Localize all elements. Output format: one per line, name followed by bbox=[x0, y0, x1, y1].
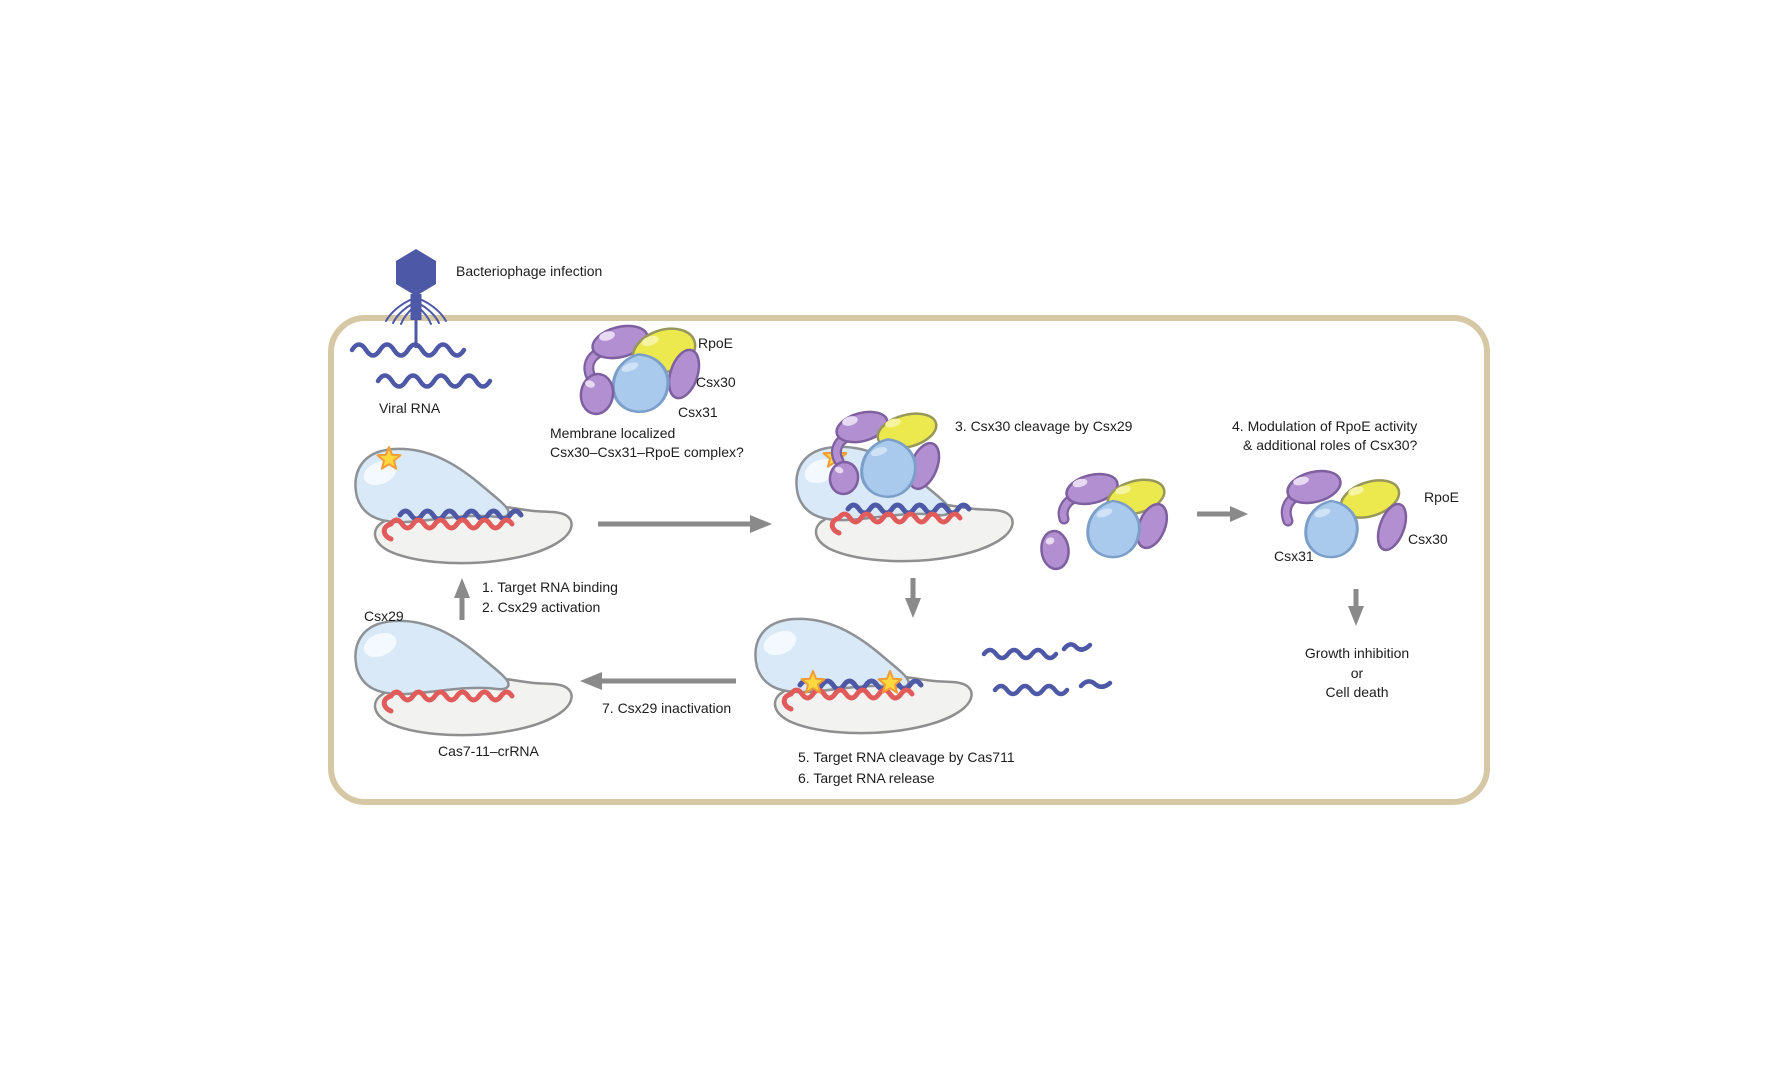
csx29-label: Csx29 bbox=[364, 608, 404, 624]
bacteriophage-icon bbox=[385, 249, 447, 348]
bacteriophage-infection-label: Bacteriophage infection bbox=[456, 263, 603, 279]
outcome-text: Growth inhibition or Cell death bbox=[1272, 644, 1442, 703]
rpoe-label-top: RpoE bbox=[698, 335, 734, 351]
step6-label: 6. Target RNA release bbox=[798, 770, 935, 786]
complex-cleaved-bottom-middle bbox=[754, 617, 1113, 735]
csx30-label-top: Csx30 bbox=[696, 374, 736, 390]
step5-label: 5. Target RNA cleavage by Cas711 bbox=[798, 749, 1015, 765]
csx30-label-right: Csx30 bbox=[1408, 531, 1448, 547]
step1-label: 1. Target RNA binding bbox=[482, 579, 618, 595]
cas7-11-crrna-label: Cas7-11–crRNA bbox=[438, 743, 539, 759]
csx31-label-top: Csx31 bbox=[678, 404, 718, 420]
rpoe-label-right: RpoE bbox=[1424, 489, 1460, 505]
flow-arrows bbox=[454, 506, 1364, 690]
outcome-line3: Cell death bbox=[1325, 684, 1389, 700]
complex-cleaving-middle bbox=[795, 410, 1014, 563]
outcome-line1: Growth inhibition bbox=[1304, 645, 1410, 661]
step2-label: 2. Csx29 activation bbox=[482, 599, 601, 615]
viral-rna-label: Viral RNA bbox=[379, 400, 441, 416]
step7-label: 7. Csx29 inactivation bbox=[602, 700, 732, 716]
outcome-line2: or bbox=[1350, 664, 1364, 681]
step4-label-line1: 4. Modulation of RpoE activity bbox=[1232, 418, 1418, 434]
released-rna-fragments bbox=[981, 642, 1113, 697]
viral-rna-waves bbox=[349, 342, 493, 389]
membrane-caption-line2: Csx30–Csx31–RpoE complex? bbox=[550, 444, 744, 460]
step4-label-line2: & additional roles of Csx30? bbox=[1243, 437, 1418, 453]
step3-label: 3. Csx30 cleavage by Csx29 bbox=[955, 418, 1133, 434]
docked-csx30-complex bbox=[828, 410, 941, 501]
membrane-complex-top bbox=[579, 324, 701, 417]
right-csx30-csx31-rpoe-complex bbox=[1280, 469, 1408, 561]
membrane-caption-line1: Membrane localized bbox=[550, 425, 676, 441]
csx31-label-right: Csx31 bbox=[1274, 548, 1314, 564]
released-cleaved-complex bbox=[1040, 472, 1169, 571]
